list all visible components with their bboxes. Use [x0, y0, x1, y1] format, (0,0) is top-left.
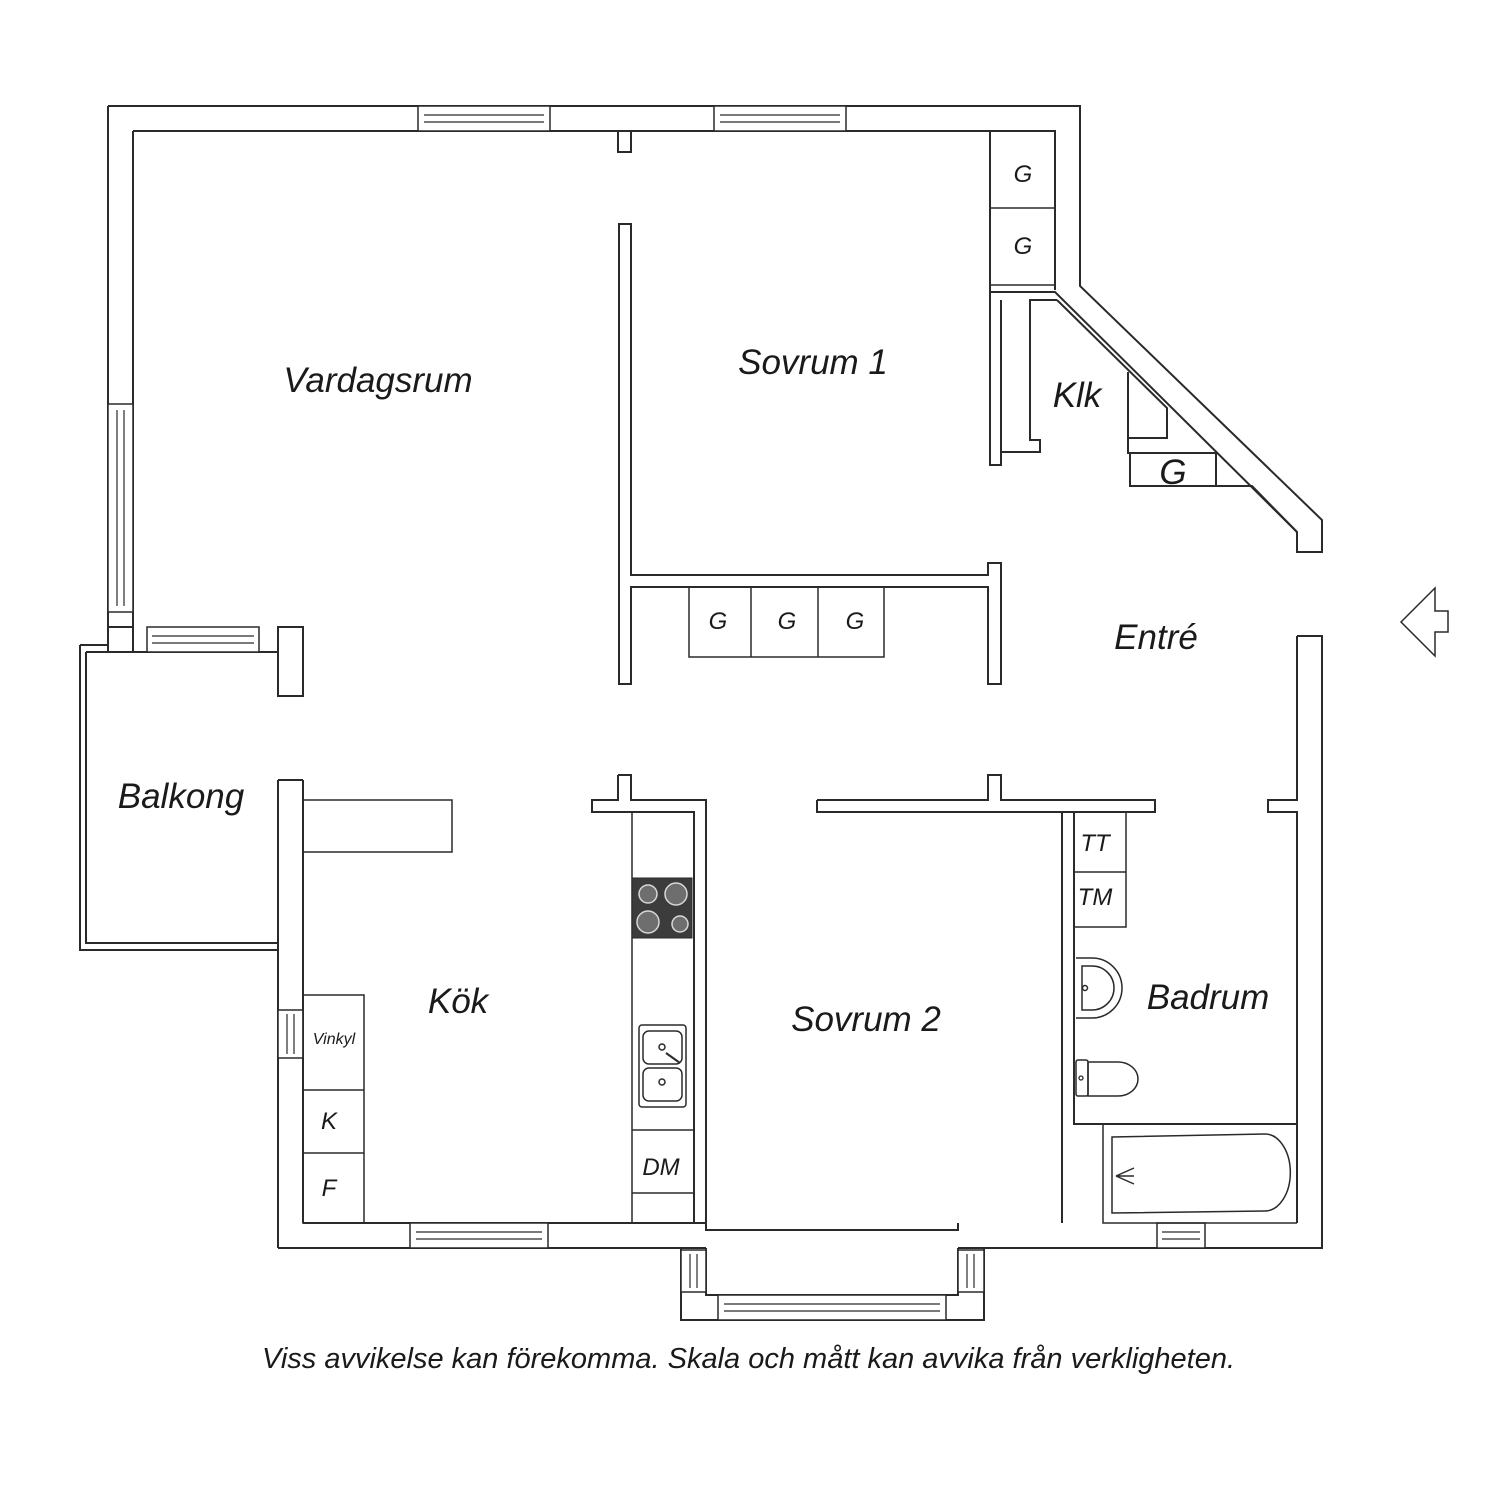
window-bay-left	[680, 1249, 707, 1293]
room-label-klk: Klk	[1053, 376, 1103, 415]
closet-label: G	[846, 608, 865, 635]
window-left	[107, 403, 134, 613]
window-kitchen-bottom	[409, 1222, 549, 1249]
window-top-right	[713, 105, 847, 132]
room-label-kok: Kök	[428, 982, 490, 1021]
room-label-vardagsrum: Vardagsrum	[283, 361, 472, 400]
interior-walls	[303, 131, 1298, 1223]
closet-label: G	[1159, 453, 1186, 492]
washing-machine-label: TM	[1078, 884, 1113, 911]
window-bay-bottom	[717, 1294, 947, 1321]
fixture-labels: G G G G G G TT TM Vinkyl K F DM	[313, 161, 1187, 1202]
exterior-walls	[107, 105, 1323, 1321]
closet-label: G	[778, 608, 797, 635]
window-bathroom	[1156, 1222, 1206, 1249]
disclaimer-text: Viss avvikelse kan förekomma. Skala och …	[262, 1343, 1236, 1375]
washbasin-icon	[1076, 957, 1123, 1019]
room-label-sovrum-1: Sovrum 1	[738, 343, 888, 382]
tumble-dryer-label: TT	[1080, 830, 1112, 857]
room-label-badrum: Badrum	[1147, 978, 1270, 1017]
bathtub-icon	[1102, 1124, 1297, 1224]
window-bay-right	[957, 1249, 985, 1293]
closet-label: G	[1014, 161, 1033, 188]
wine-fridge-label: Vinkyl	[313, 1031, 356, 1048]
freezer-label: F	[322, 1175, 338, 1202]
room-label-sovrum-2: Sovrum 2	[791, 1000, 941, 1039]
windows	[107, 105, 1206, 1321]
closets	[688, 130, 1056, 658]
window-kitchen-side	[277, 1009, 304, 1059]
sink-icon	[638, 1024, 687, 1108]
window-balcony	[146, 626, 260, 653]
window-top-left	[417, 105, 551, 132]
room-labels: Vardagsrum Sovrum 1 Klk Entré Balkong Kö…	[118, 343, 1270, 1039]
fridge-label: K	[321, 1108, 338, 1135]
bathroom-fixtures	[1073, 811, 1297, 1224]
room-label-entre: Entré	[1114, 618, 1198, 657]
dishwasher-label: DM	[642, 1154, 679, 1181]
entrance-arrow-icon	[1399, 586, 1449, 658]
closet-label: G	[1014, 233, 1033, 260]
room-label-balkong: Balkong	[118, 777, 245, 816]
balcony	[79, 626, 304, 951]
stove-icon	[631, 877, 693, 939]
closet-label: G	[709, 608, 728, 635]
toilet-icon	[1075, 1059, 1139, 1097]
kitchen-fixtures	[302, 812, 694, 1224]
